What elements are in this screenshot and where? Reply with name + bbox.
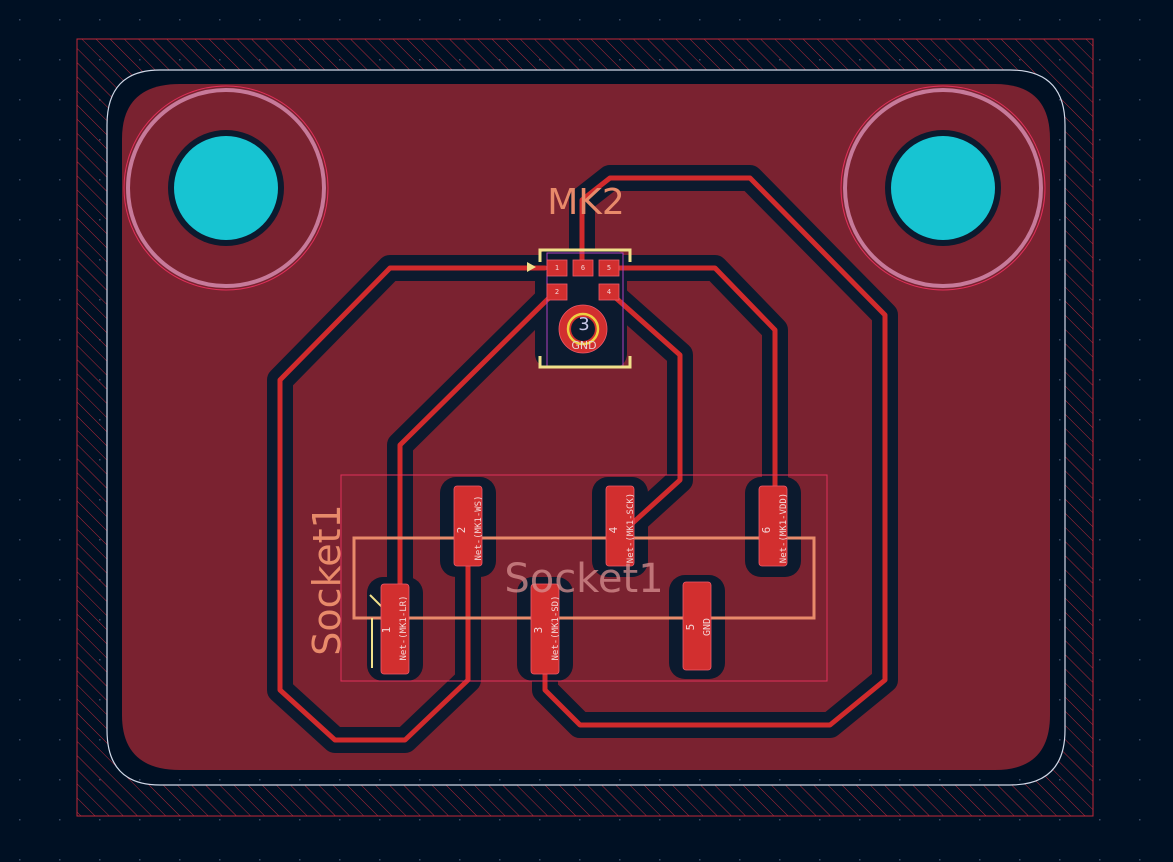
mounting-hole-right[interactable]: [840, 85, 1046, 291]
mic-pad-5-number: 5: [607, 264, 611, 272]
mic-pad-6-number: 6: [581, 264, 585, 272]
tracks: [277, 175, 888, 743]
socket-pad-6-number: 6: [760, 527, 773, 534]
socket-value-label: Socket1: [504, 556, 663, 602]
socket-footprint[interactable]: [340, 474, 828, 682]
socket-pad-1-number: 1: [380, 627, 393, 634]
track-sck: [605, 288, 683, 533]
socket-pad-labels: 1 Net-(MK1-LR) 2 Net-(MK1-WS) 3 Net-(MK1…: [380, 493, 789, 661]
track-sd: [542, 175, 888, 728]
mic-pad-4-number: 4: [607, 288, 611, 296]
mounting-hole-left[interactable]: [123, 85, 329, 291]
socket-pad-5-number: 5: [684, 624, 697, 631]
mic-reference-label: MK2: [547, 182, 625, 223]
socket-pad-4-net: Net-(MK1-SCK): [626, 493, 636, 563]
socket-pad-5-net: GND: [702, 618, 713, 636]
socket-pad-4-number: 4: [607, 526, 620, 533]
mic-pad-3-number: 3: [578, 314, 589, 335]
mic-pad-1-number: 1: [555, 264, 559, 272]
socket-pad-2-number: 2: [455, 527, 468, 534]
track-vdd: [605, 265, 778, 523]
socket-pad-3-number: 3: [532, 627, 545, 634]
mic-pad-3-net: GND: [571, 339, 596, 352]
socket-pad-3-net: Net-(MK1-SD): [551, 595, 561, 660]
socket-reference-label: Socket1: [305, 504, 349, 655]
mic-footprint-mk2[interactable]: 1 6 5 2 4 3 GND: [527, 248, 632, 369]
mic-pad-2-number: 2: [555, 288, 559, 296]
socket-pad-1-net: Net-(MK1-LR): [399, 595, 409, 660]
board-edge: [106, 69, 1066, 786]
socket-pad-6-net: Net-(MK1-VDD): [779, 493, 789, 563]
track-lr: [277, 265, 548, 743]
track-ws: [397, 288, 559, 603]
socket-pad-2-net: Net-(MK1-WS): [474, 495, 484, 560]
keepout-zone: [76, 38, 1094, 817]
